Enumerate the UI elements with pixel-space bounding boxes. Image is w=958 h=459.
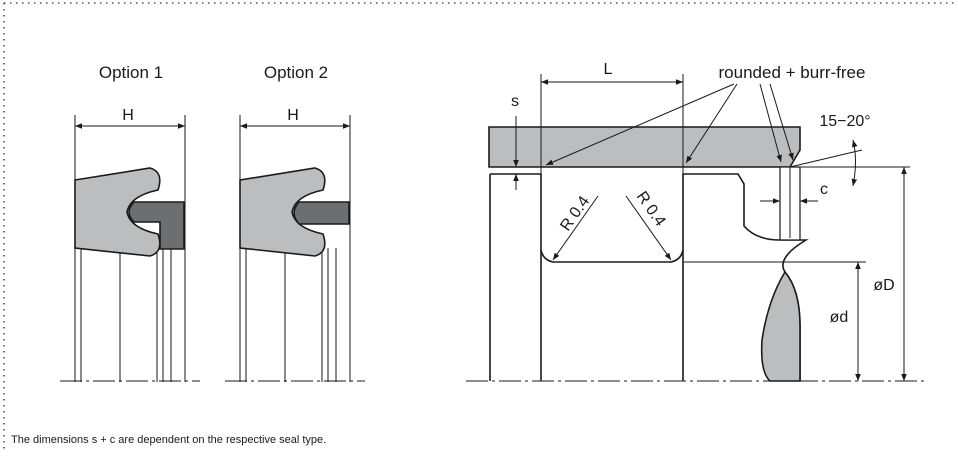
option-2-energizer: [293, 201, 350, 225]
angle-label: 15−20°: [819, 113, 870, 130]
l-label: L: [604, 61, 613, 78]
option-2-title: Option 2: [264, 63, 328, 82]
c-label: c: [820, 181, 828, 198]
footnote: The dimensions s + c are dependent on th…: [11, 434, 327, 446]
groove-bottom: [540, 249, 684, 263]
rounded-note: rounded + burr-free: [719, 63, 866, 82]
rounded-leader-2: [685, 83, 738, 164]
option-1-title: Option 1: [99, 63, 163, 82]
option-1-h-label: H: [122, 107, 134, 124]
radius-right-label: R 0.4: [633, 189, 669, 230]
radius-right-leader: [625, 195, 672, 261]
rounded-leader-1: [545, 83, 735, 166]
angle-leg: [789, 149, 863, 168]
option-2-h-label: H: [287, 107, 299, 124]
radius-left-leader: [552, 195, 599, 261]
option-2-drawing: Option 2 H: [225, 63, 365, 382]
option-1-seal-body: [74, 167, 161, 257]
rounded-leader-4: [769, 83, 794, 161]
rounded-leader-3: [759, 83, 782, 163]
option-1-drawing: Option 1 H: [60, 63, 200, 382]
radius-left-label: R 0.4: [557, 193, 593, 234]
option-1-energizer: [128, 201, 185, 250]
left-land: [489, 173, 542, 381]
housing-bar: [488, 126, 801, 168]
break-section: [760, 270, 801, 382]
angle-arc: [851, 139, 858, 187]
option-2-seal-body: [239, 167, 326, 257]
groove-drawing: L s R 0.4 R 0.4 rounded + burr-free 15−2…: [466, 61, 928, 382]
od-label: øD: [873, 277, 894, 294]
id-label: ød: [830, 309, 849, 326]
s-label: s: [511, 93, 519, 110]
